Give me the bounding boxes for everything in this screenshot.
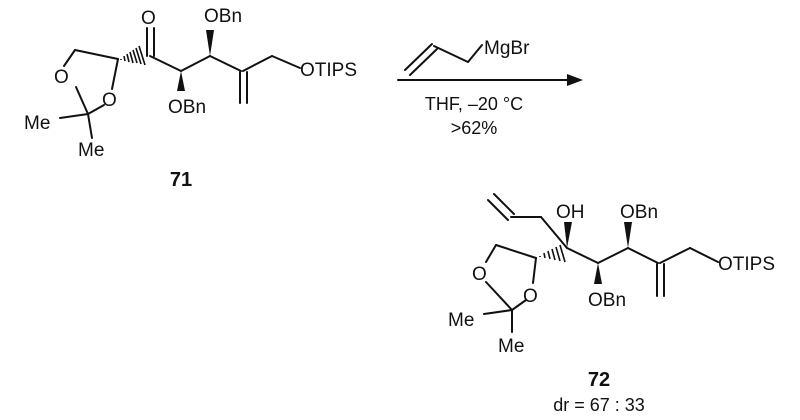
- methyl-label-1: Me: [24, 113, 50, 134]
- obn-top-label: OBn: [620, 202, 658, 223]
- compound-72: O O Me Me OH OBn OBn: [448, 193, 775, 415]
- wedge-bond: [594, 263, 602, 284]
- obn-bottom-label: OBn: [168, 97, 206, 118]
- methyl-label-1: Me: [448, 310, 474, 331]
- compound-number-71: 71: [170, 169, 192, 191]
- diastereomeric-ratio: dr = 67 : 33: [553, 395, 645, 415]
- ring-oxygen-top: O: [472, 264, 487, 285]
- wedge-bond: [177, 71, 185, 91]
- obn-top-label: OBn: [204, 6, 242, 27]
- wedge-bond: [564, 222, 572, 248]
- hydroxyl-label: OH: [556, 202, 585, 223]
- reaction-arrow: MgBr THF, –20 °C >62%: [397, 38, 583, 138]
- hashed-wedge-bond: [539, 244, 566, 263]
- conditions-line-2: >62%: [451, 118, 498, 138]
- conditions-line-1: THF, –20 °C: [425, 94, 523, 114]
- arrowhead: [567, 74, 583, 86]
- reagent-label: MgBr: [484, 38, 530, 59]
- ring-oxygen-top: O: [54, 67, 69, 88]
- obn-bottom-label: OBn: [588, 290, 626, 311]
- compound-number-72: 72: [588, 369, 610, 391]
- methyl-label-2: Me: [78, 140, 104, 161]
- otips-label: OTIPS: [718, 254, 775, 275]
- wedge-bond: [206, 30, 214, 56]
- compound-71: O O Me Me O OBn OBn: [24, 6, 357, 191]
- ketone-oxygen: O: [141, 8, 156, 29]
- wedge-bond: [624, 222, 632, 248]
- ring-oxygen-bottom: O: [102, 90, 117, 111]
- methyl-label-2: Me: [498, 336, 524, 357]
- hashed-wedge-bond: [120, 45, 146, 66]
- ring-oxygen-bottom: O: [523, 286, 538, 307]
- otips-label: OTIPS: [300, 60, 357, 81]
